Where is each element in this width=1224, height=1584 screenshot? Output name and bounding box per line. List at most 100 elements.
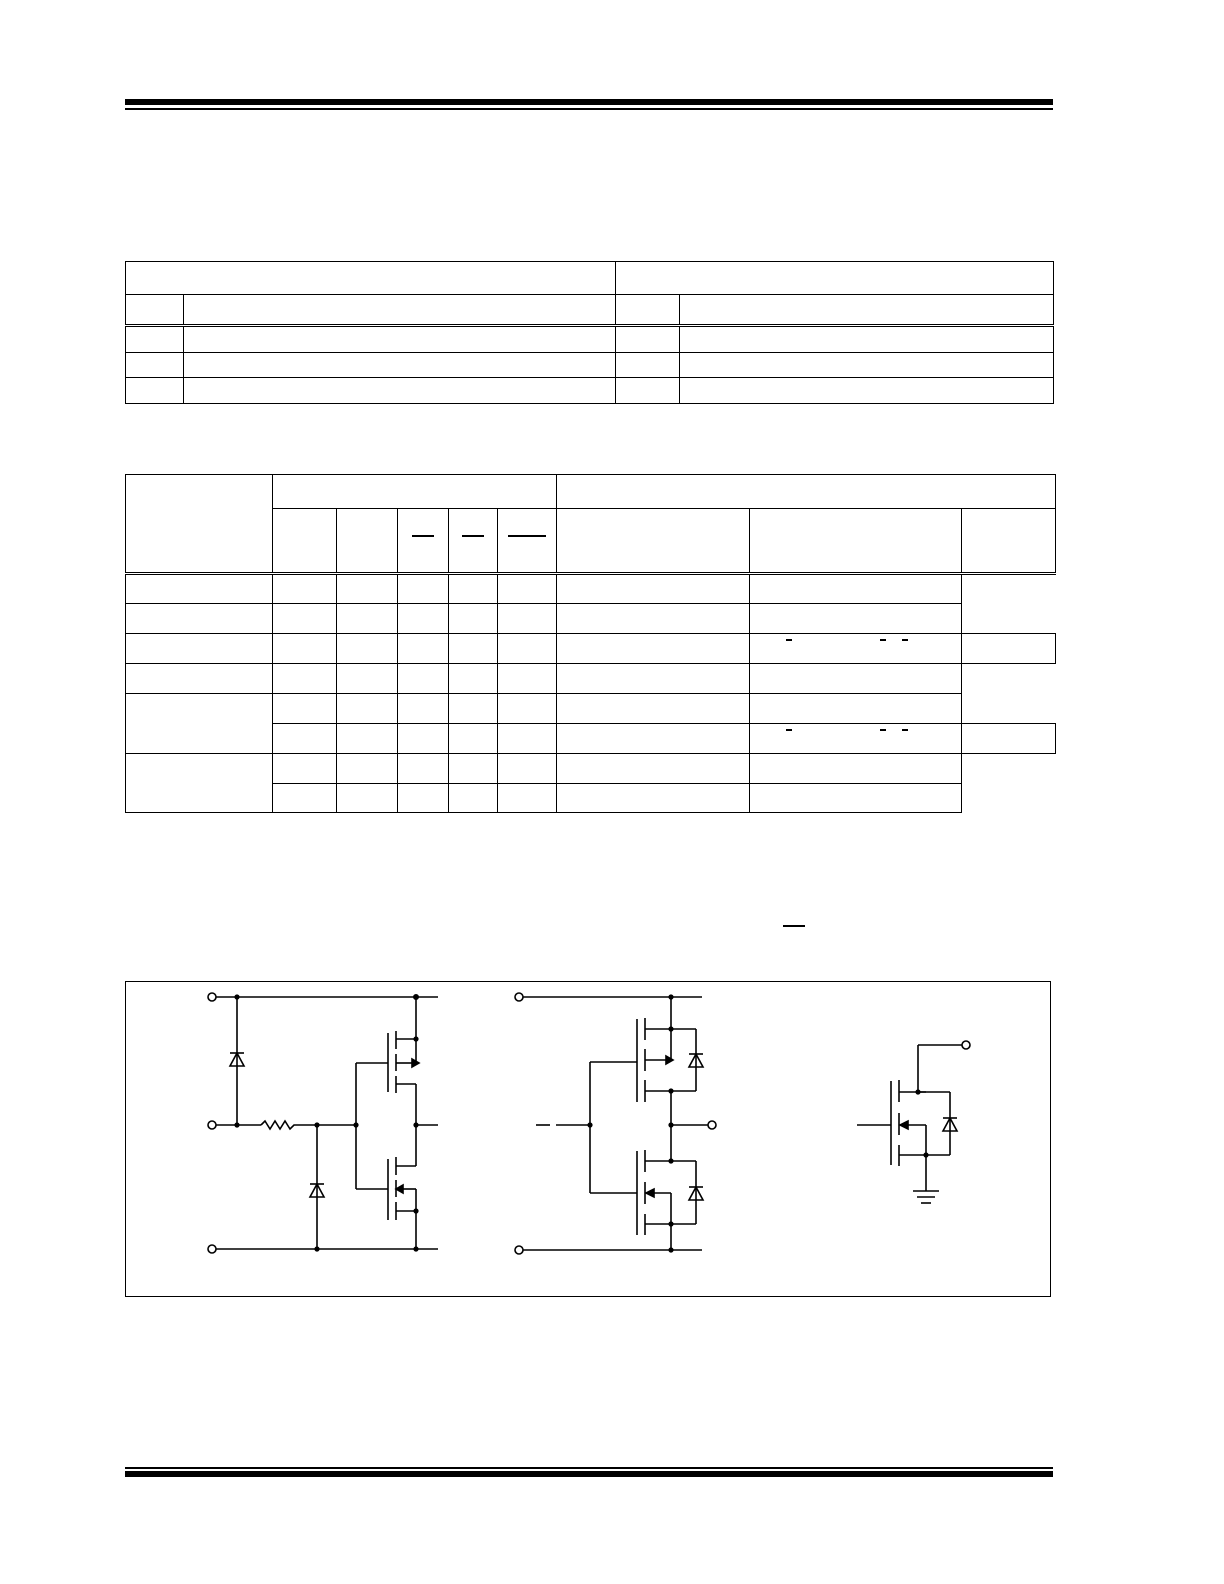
table-cell	[615, 352, 680, 378]
circuit-schematic	[207, 992, 971, 1255]
table-cell	[125, 352, 184, 378]
circuit-figure	[125, 981, 1051, 1297]
pin-table-group-right	[615, 261, 1054, 295]
table-cell	[961, 633, 1057, 664]
table-cell	[556, 663, 751, 694]
logic-header-cell	[336, 508, 398, 574]
footer-rule-thin	[125, 1467, 1053, 1469]
table-row	[125, 325, 1054, 353]
logic-header-cell	[397, 508, 449, 574]
table-cell	[397, 693, 449, 724]
pmos-transistor-icon	[636, 997, 675, 1161]
table-cell	[496, 663, 558, 694]
overbar-mark	[508, 535, 547, 537]
table-cell	[496, 753, 558, 784]
terminal-output	[961, 1040, 971, 1050]
table-cell	[448, 573, 498, 604]
table-cell	[448, 633, 498, 664]
table-cell	[397, 633, 449, 664]
table-cell	[615, 325, 680, 353]
diode-icon	[687, 1052, 705, 1068]
table-cell	[556, 603, 751, 634]
table-cell	[556, 783, 751, 813]
logic-table-group-header	[125, 474, 1057, 574]
table-cell	[125, 663, 273, 694]
table-cell	[336, 723, 398, 754]
table-cell	[749, 753, 963, 784]
table-cell	[397, 663, 449, 694]
table-cell	[336, 693, 398, 724]
table-cell	[125, 633, 273, 664]
diode-icon	[941, 1116, 959, 1132]
logic-table	[125, 474, 1057, 813]
table-cell	[496, 783, 558, 813]
table-row	[126, 783, 1056, 813]
table-cell	[397, 783, 449, 813]
table-cell	[125, 573, 273, 604]
header-rule-thin	[125, 108, 1053, 110]
table-row	[125, 352, 1054, 378]
table-cell	[272, 783, 337, 813]
table-cell	[336, 783, 398, 813]
nmos-transistor-icon	[636, 1150, 672, 1250]
diode-icon	[308, 1182, 326, 1198]
table-cell	[448, 603, 498, 634]
pin-table-group-left	[125, 261, 616, 295]
table-cell	[272, 663, 337, 694]
logic-header-cell	[961, 508, 1057, 574]
table-cell	[679, 377, 1054, 404]
table-cell	[679, 325, 1054, 353]
logic-table-column-header	[125, 508, 1057, 574]
minus-mark	[902, 639, 909, 641]
table-row	[125, 603, 1056, 634]
pin-table-column-header	[125, 294, 1054, 326]
terminal-gnd	[207, 1244, 217, 1254]
terminal-input	[207, 1120, 217, 1130]
caption-overbar	[783, 925, 805, 927]
table-cell	[961, 723, 1057, 754]
pin-table-header-cell	[615, 294, 680, 326]
header-rule-thick	[125, 99, 1053, 105]
table-cell	[749, 573, 963, 604]
table-cell	[749, 603, 963, 634]
resistor-icon	[260, 1119, 317, 1131]
nmos-transistor-icon	[890, 1080, 927, 1166]
minus-mark	[880, 729, 887, 731]
table-cell	[272, 693, 337, 724]
table-cell	[336, 603, 398, 634]
overbar-mark	[412, 535, 434, 537]
table-cell	[496, 603, 558, 634]
pin-table-header-cell	[679, 294, 1054, 326]
table-cell	[496, 633, 558, 664]
table-cell	[448, 783, 498, 813]
table-cell	[336, 753, 398, 784]
diode-icon	[687, 1185, 705, 1201]
table-row	[125, 753, 1056, 813]
minus-mark	[786, 729, 793, 731]
table-cell	[448, 723, 498, 754]
nmos-transistor-icon	[387, 1125, 417, 1249]
pin-table-header-cell	[183, 294, 616, 326]
table-cell	[749, 633, 963, 664]
table-row	[125, 693, 1056, 754]
table-cell	[272, 753, 337, 784]
logic-table-outputs-group	[556, 474, 1057, 509]
terminal-gnd	[514, 1245, 524, 1255]
logic-header-cell	[496, 508, 558, 574]
table-cell	[336, 663, 398, 694]
table-cell	[125, 753, 273, 813]
table-row	[125, 573, 1056, 604]
table-cell	[272, 603, 337, 634]
table-cell	[615, 377, 680, 404]
input-circuit	[207, 992, 438, 1254]
table-cell	[448, 663, 498, 694]
table-cell	[397, 723, 449, 754]
table-cell	[448, 693, 498, 724]
diode-icon	[228, 1051, 246, 1067]
table-cell	[183, 325, 616, 353]
pin-table-header-cell	[125, 294, 184, 326]
table-row	[125, 377, 1054, 404]
table-cell	[556, 633, 751, 664]
table-cell	[125, 603, 273, 634]
table-cell	[749, 723, 963, 754]
